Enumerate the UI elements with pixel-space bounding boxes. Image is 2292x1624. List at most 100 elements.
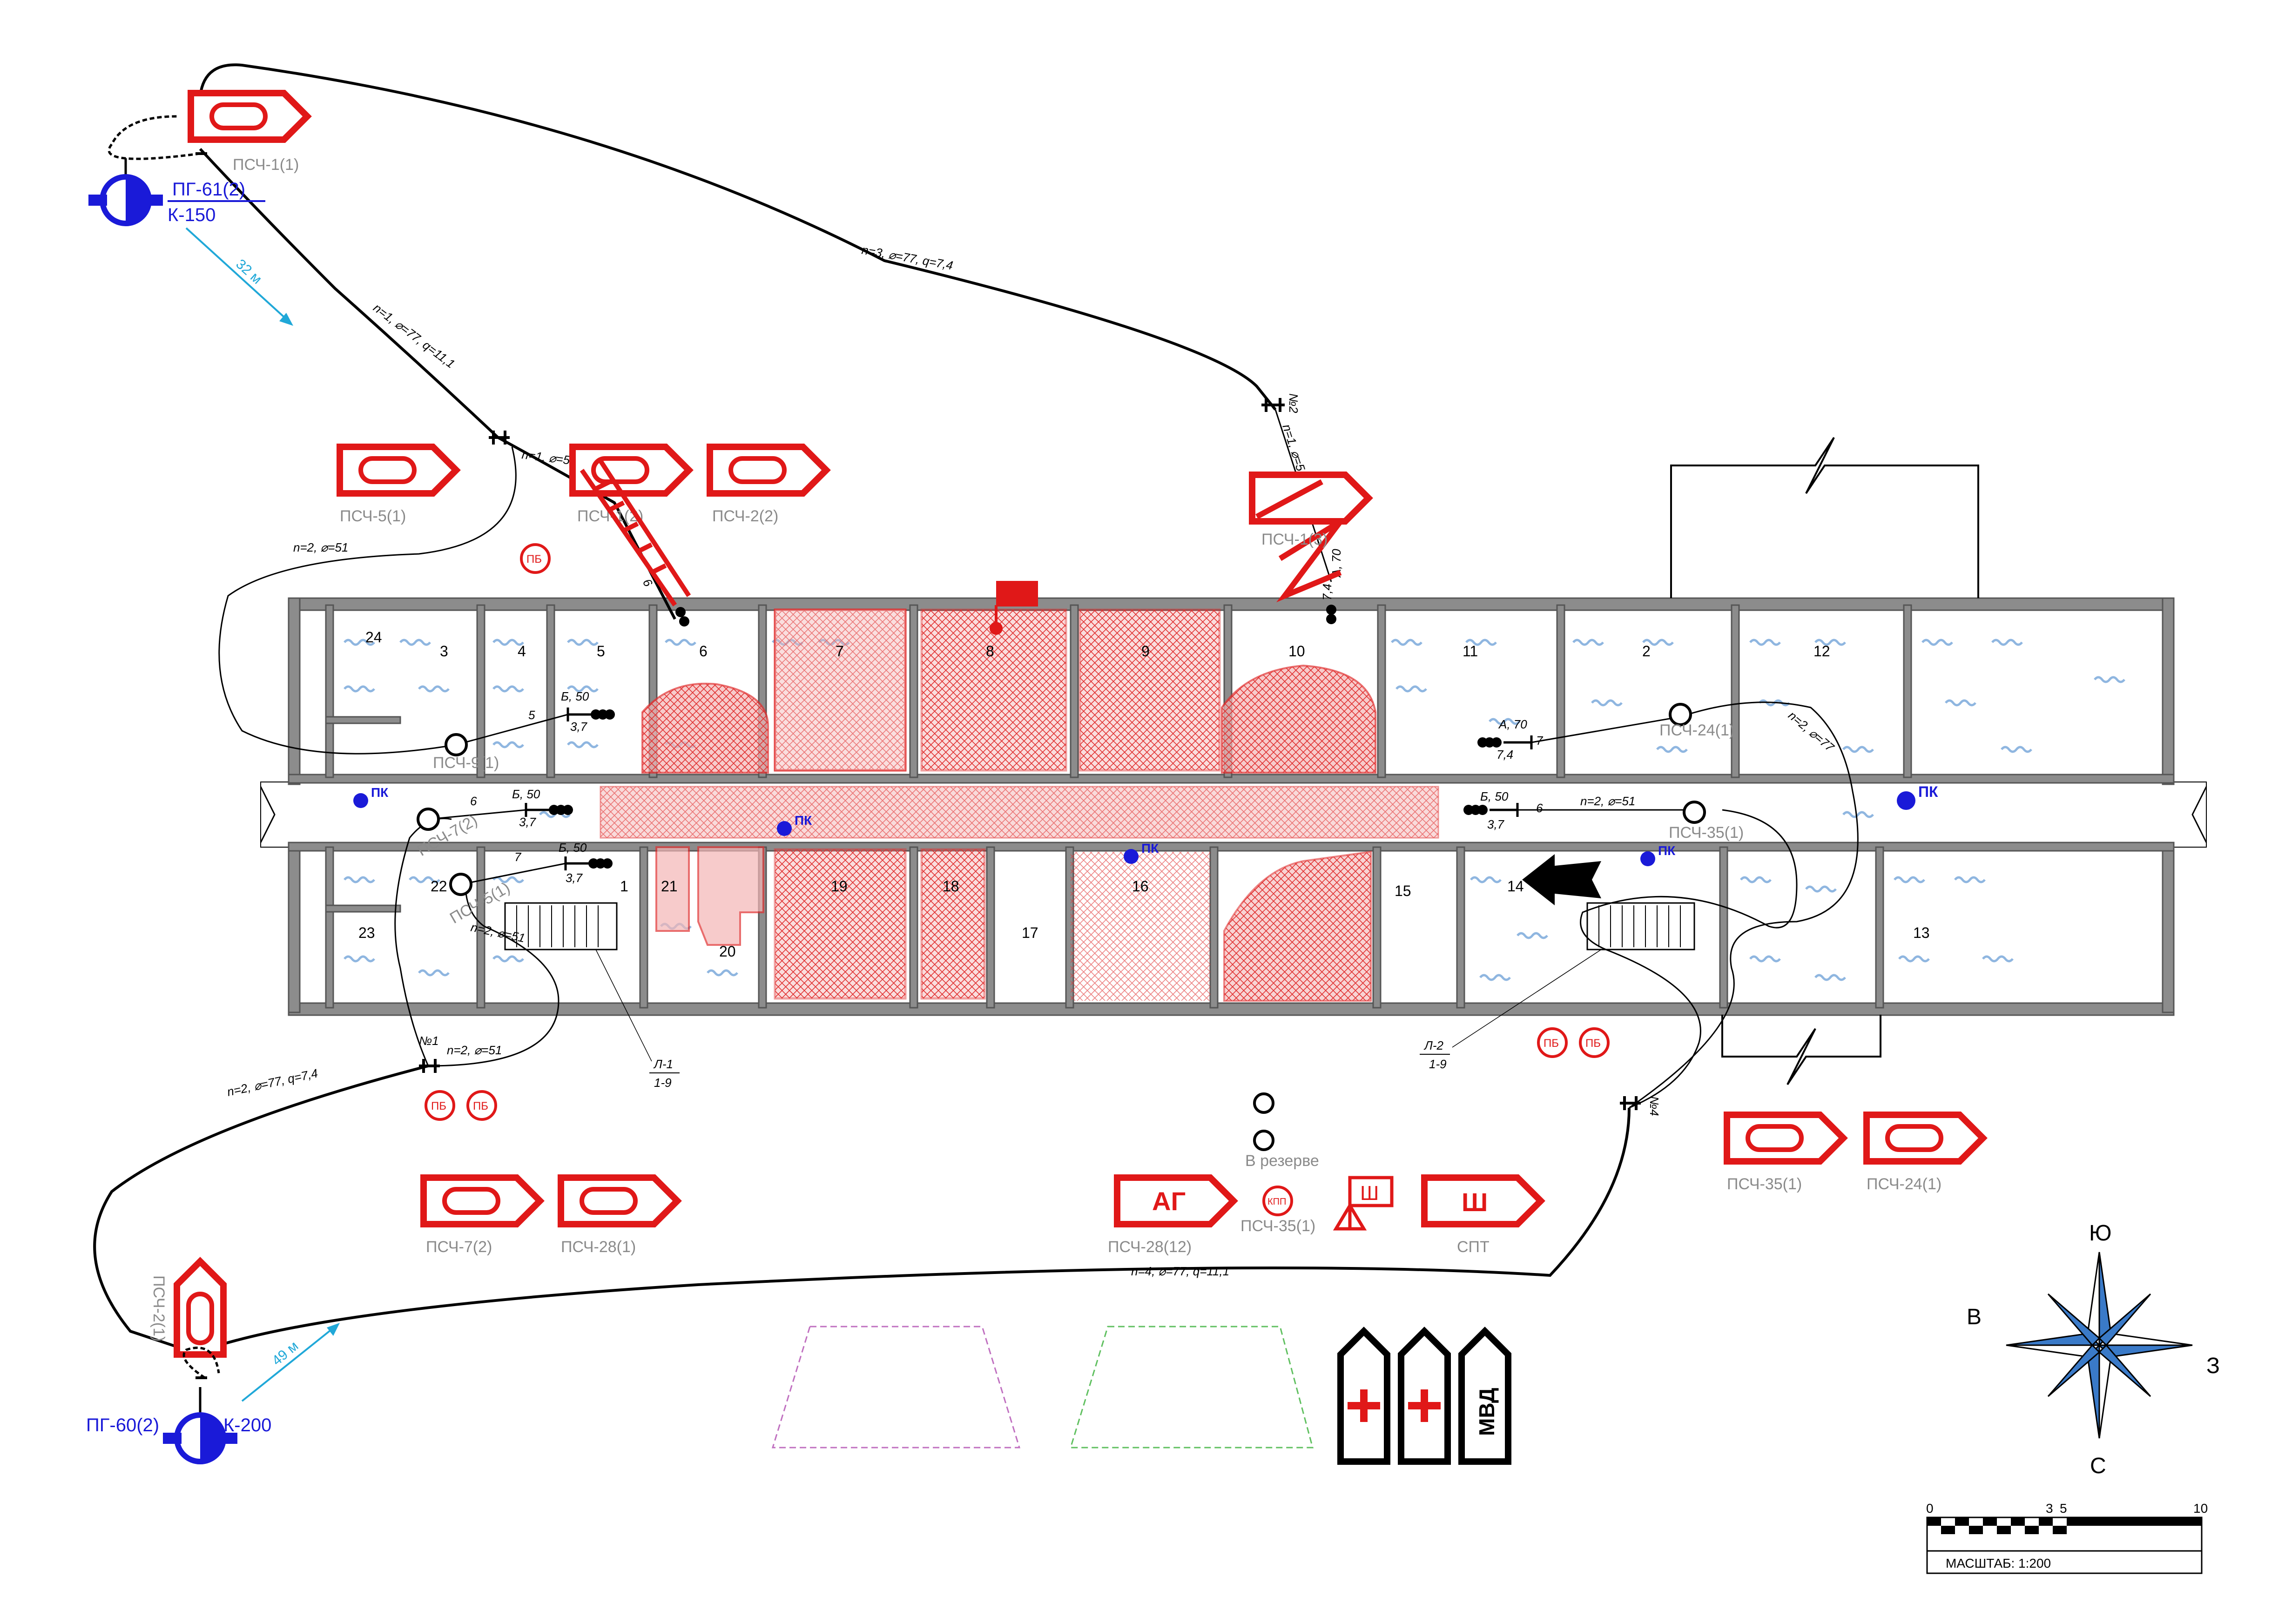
svg-text:22: 22 (431, 878, 447, 895)
svg-text:ПСЧ-9(1): ПСЧ-9(1) (433, 754, 499, 772)
svg-text:ПК: ПК (1918, 783, 1938, 800)
room-numbers: 24 3 4 5 6 7 8 9 10 11 2 12 22 23 1 21 2… (358, 629, 1930, 960)
svg-text:Б, 50: Б, 50 (512, 787, 540, 801)
svg-text:ПК: ПК (371, 785, 389, 800)
aerial-ladder (580, 459, 691, 606)
svg-text:7: 7 (1536, 734, 1544, 748)
truck-pch1-2 (573, 447, 689, 493)
svg-text:7: 7 (514, 850, 522, 864)
south-wall (288, 1002, 2175, 1016)
svg-text:ПСЧ-35(1): ПСЧ-35(1) (1669, 824, 1744, 842)
svg-text:ПСЧ-2(2): ПСЧ-2(2) (712, 507, 778, 525)
svg-text:9: 9 (1141, 643, 1150, 660)
stairs-l1 (504, 902, 618, 950)
svg-text:Б, 50: Б, 50 (1480, 789, 1509, 803)
svg-text:2: 2 (1642, 643, 1651, 660)
north-partitions (325, 604, 1912, 778)
truck-pch28-1 (561, 1178, 677, 1224)
svg-text:0: 0 (1926, 1501, 1934, 1516)
svg-text:3,7: 3,7 (570, 720, 588, 734)
svg-text:17: 17 (1022, 924, 1038, 941)
svg-text:15: 15 (1395, 883, 1411, 899)
scale-bar: 0 3 5 10 МАСШТАБ: 1:200 (1926, 1501, 2208, 1574)
svg-text:n=4, ⌀=77, q=11,1: n=4, ⌀=77, q=11,1 (1131, 1264, 1229, 1278)
svg-text:32 м: 32 м (233, 256, 264, 287)
ladder-zigzag (1276, 519, 1343, 602)
svg-text:1-9: 1-9 (654, 1076, 672, 1090)
stair-l2: Л-2 (1423, 1038, 1443, 1052)
building: 24 3 4 5 6 7 8 9 10 11 2 12 22 23 1 21 2… (260, 437, 2207, 1090)
svg-text:ПБ: ПБ (431, 1100, 446, 1112)
pb-signs: ПБ ПБ ПБ ПБ ПБ (425, 543, 1610, 1121)
truck-pch1-1 (191, 93, 307, 140)
svg-text:5: 5 (597, 643, 605, 660)
svg-text:3,7: 3,7 (566, 871, 583, 885)
stair-l1: Л-1 (653, 1057, 673, 1071)
svg-text:ПСЧ-7(2): ПСЧ-7(2) (426, 1238, 492, 1256)
svg-text:3: 3 (2046, 1501, 2053, 1516)
svg-text:ПСЧ-35(1): ПСЧ-35(1) (1240, 1217, 1315, 1235)
svg-text:20: 20 (719, 943, 736, 960)
hq-flag: Ш (1333, 1176, 1394, 1231)
svg-text:АГ: АГ (1152, 1186, 1186, 1216)
svg-text:5: 5 (2060, 1501, 2067, 1516)
svg-text:ПК: ПК (1141, 841, 1159, 856)
svg-text:24: 24 (365, 629, 382, 646)
svg-text:ПСЧ-2(1): ПСЧ-2(1) (150, 1275, 168, 1341)
fire-trucks: ПСЧ-1(1) ПСЧ-5(1) ПСЧ-1(2) ПСЧ-2(2) ПСЧ-… (150, 93, 1983, 1358)
kpp-sign: КПП (1262, 1186, 1293, 1216)
svg-text:ПБ: ПБ (1585, 1037, 1601, 1050)
svg-text:7,4: 7,4 (1320, 584, 1334, 600)
south-partitions (325, 846, 1884, 1009)
truck-pch1-3-ladder (1249, 472, 1373, 525)
svg-text:21: 21 (661, 878, 678, 895)
entry-arrow (1522, 854, 1601, 905)
svg-text:18: 18 (943, 878, 959, 895)
fire-flag (990, 581, 1038, 635)
svg-text:ПСЧ-1(3): ПСЧ-1(3) (1261, 531, 1328, 548)
svg-text:12: 12 (1813, 643, 1830, 660)
svg-text:11: 11 (1463, 643, 1478, 660)
hose-lines (93, 63, 1859, 1379)
svg-text:8: 8 (986, 643, 994, 660)
svg-text:ПСЧ-1(1): ПСЧ-1(1) (233, 156, 299, 174)
truck-pch2-1-vertical (174, 1257, 227, 1358)
svg-text:1: 1 (620, 878, 628, 895)
truck-pch5-1 (340, 447, 456, 493)
parking-zone-magenta (771, 1326, 1021, 1449)
svg-text:6: 6 (1536, 801, 1543, 815)
svg-text:49 м: 49 м (269, 1338, 301, 1368)
svg-text:З: З (2206, 1354, 2220, 1378)
hydrant-pg60: ПГ-60(2) К-200 (86, 1347, 271, 1464)
svg-text:ПК: ПК (1658, 843, 1676, 858)
svg-text:n=2, ⌀=51: n=2, ⌀=51 (1580, 794, 1635, 808)
svg-text:7,4: 7,4 (1497, 748, 1513, 761)
svg-text:ПСЧ-28(12): ПСЧ-28(12) (1108, 1238, 1192, 1256)
svg-text:n=1, ⌀=51: n=1, ⌀=51 (1280, 423, 1310, 479)
svg-text:3,7: 3,7 (1487, 817, 1505, 831)
svg-text:А, 70: А, 70 (1498, 717, 1527, 731)
pk-signs: ПК ПК ПК ПК ПК (353, 783, 1938, 866)
svg-text:С: С (2090, 1454, 2106, 1478)
svg-text:n=2, ⌀=77, q=7,4: n=2, ⌀=77, q=7,4 (226, 1066, 319, 1099)
svg-text:4: 4 (518, 643, 526, 660)
svg-text:ПБ: ПБ (473, 1100, 488, 1112)
svg-text:К-200: К-200 (223, 1415, 271, 1435)
svg-text:ПГ-60(2): ПГ-60(2) (86, 1415, 159, 1435)
police-car: МВД (1458, 1327, 1511, 1465)
fire-zones (600, 608, 1439, 1002)
svg-text:ПБ: ПБ (1544, 1037, 1559, 1050)
svg-text:14: 14 (1507, 878, 1524, 895)
svg-text:№4: №4 (1647, 1096, 1661, 1116)
svg-text:16: 16 (1132, 878, 1149, 895)
hydrant-pg61: ПГ-61(2) К-150 (88, 115, 265, 226)
stairs-l2 (1586, 902, 1695, 950)
svg-text:Ш: Ш (1360, 1182, 1379, 1205)
svg-text:3,7: 3,7 (519, 815, 537, 829)
svg-text:№1: №1 (419, 1034, 439, 1048)
svg-text:6: 6 (640, 576, 655, 589)
svg-text:3: 3 (440, 643, 448, 660)
svg-text:ПСЧ-35(1): ПСЧ-35(1) (1727, 1175, 1802, 1193)
svg-text:10: 10 (1288, 643, 1305, 660)
